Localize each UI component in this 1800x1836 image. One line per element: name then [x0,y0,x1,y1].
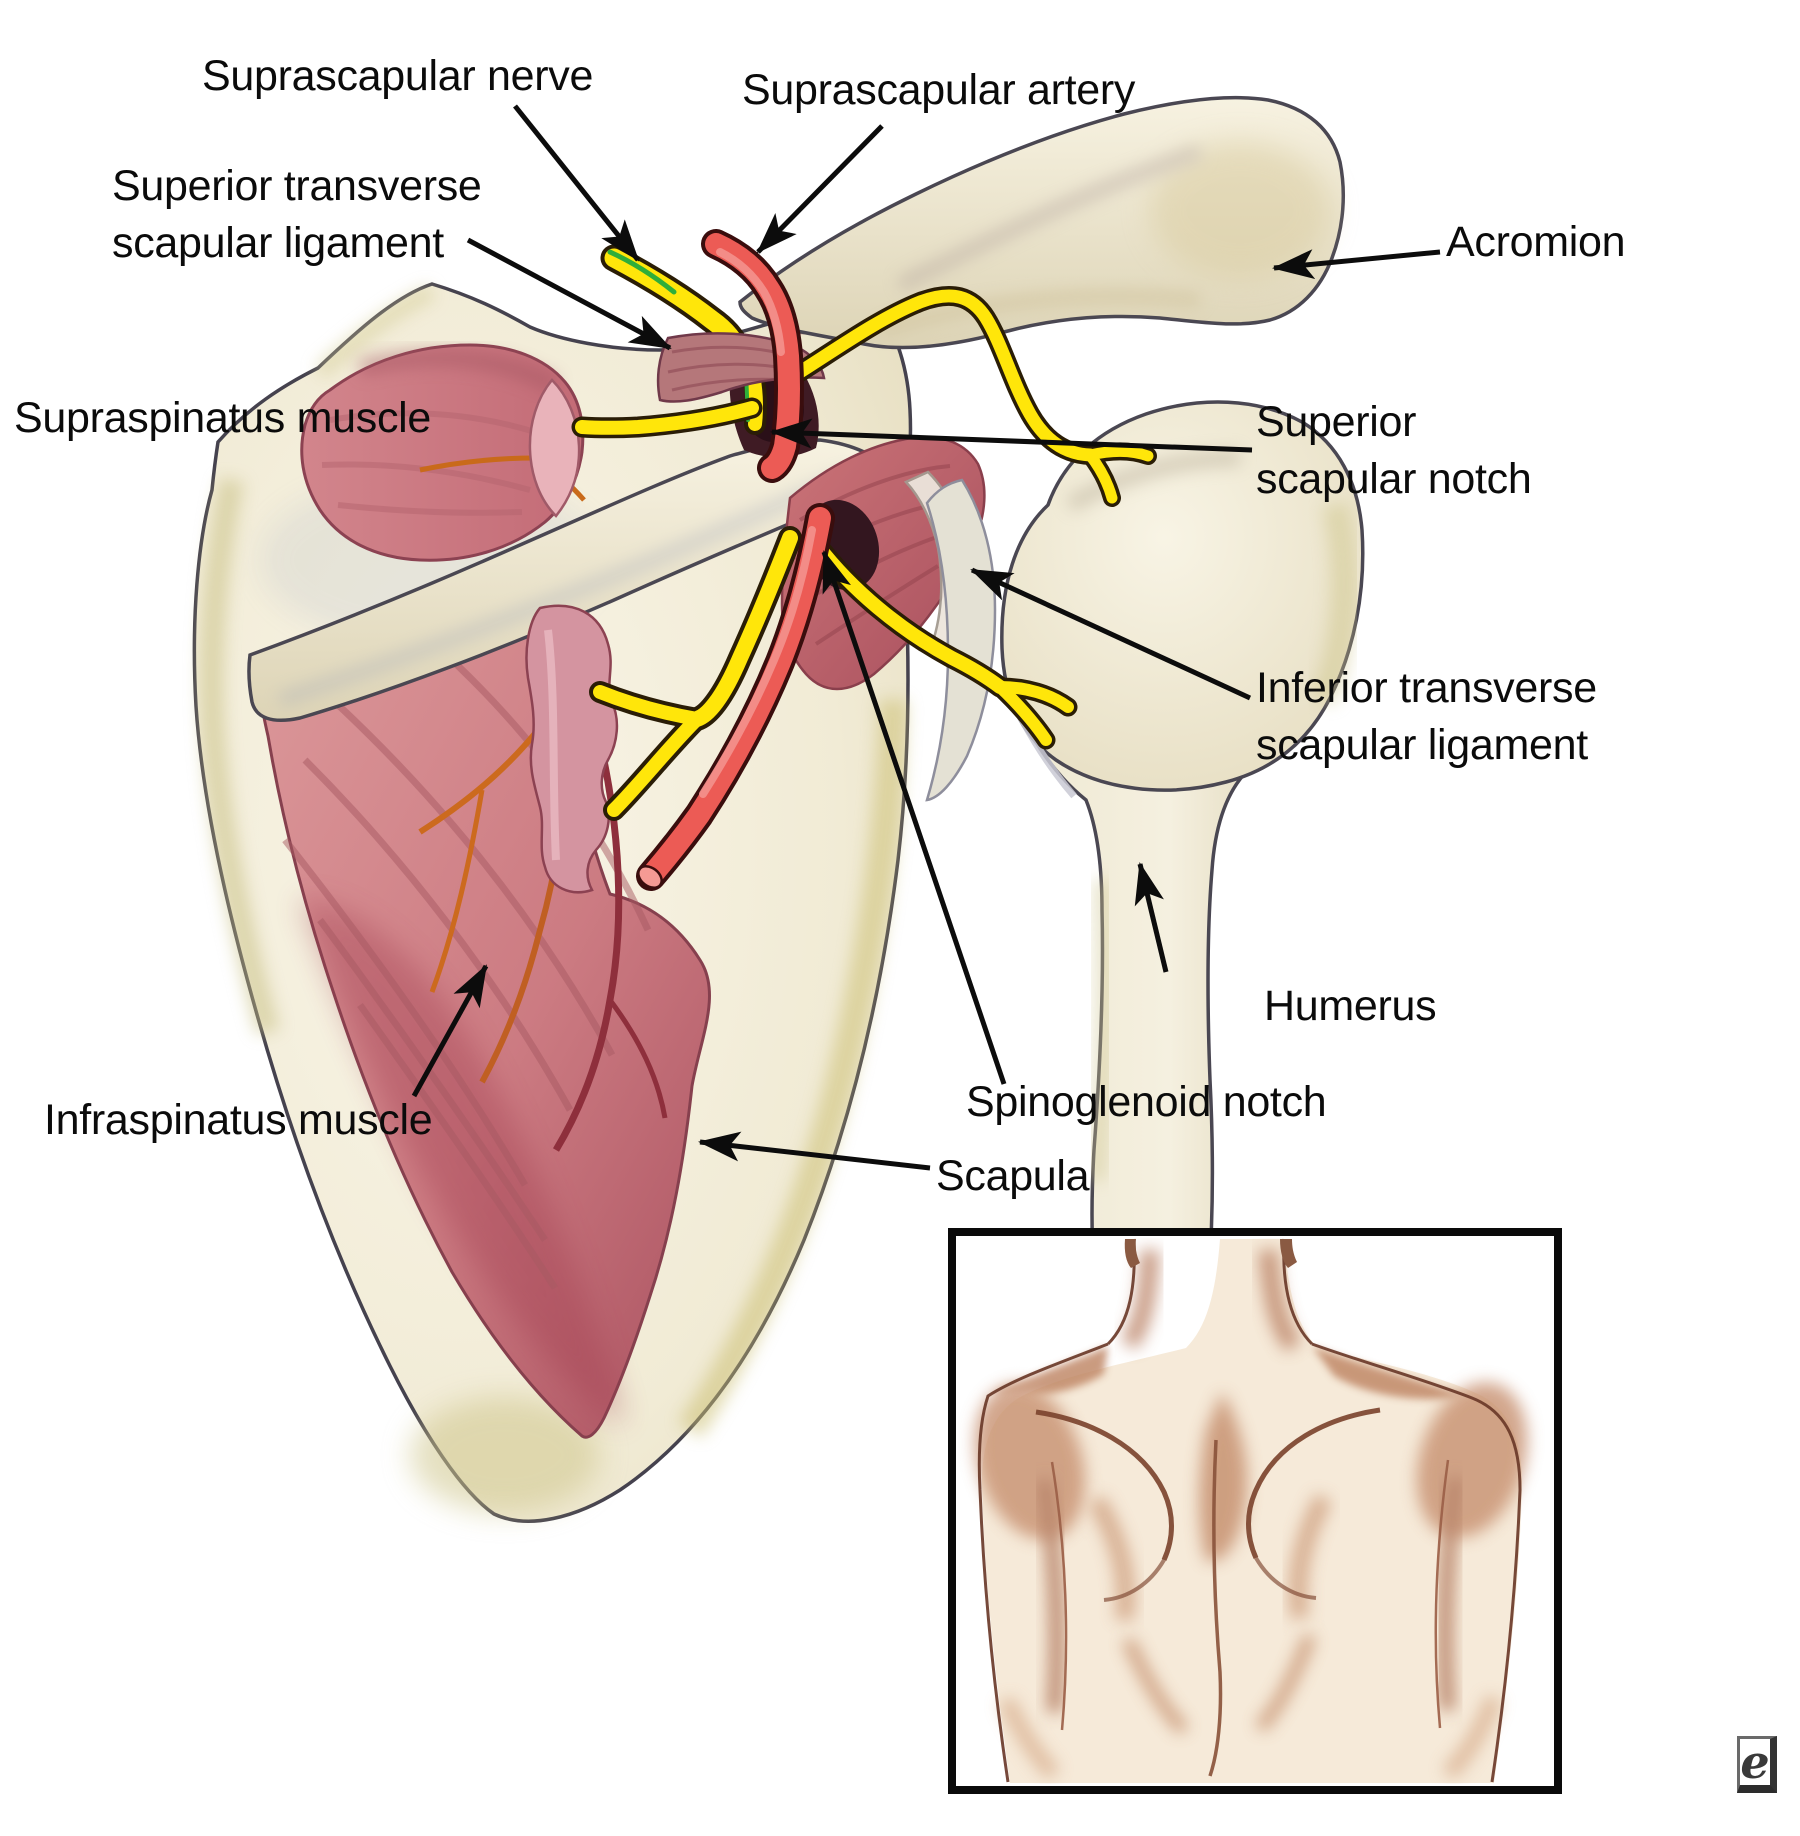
label-text: scapular ligament [112,219,444,267]
label-text: Superior [1256,398,1417,446]
artery-cut-end [637,865,663,889]
leader-spinoglenoid-notch [821,550,1007,1085]
artery-lower-trunk [640,507,831,887]
label-humerus: Humerus [1264,978,1437,1035]
leader-inferior-transverse-ligament [970,567,1252,701]
label-text: scapular ligament [1256,721,1588,769]
label-superior-scapular-notch: Superior scapular notch [1256,394,1532,508]
acromion-shading [878,142,1330,336]
label-suprascapular-nerve: Suprascapular nerve [202,48,593,105]
label-inferior-transverse-scapular-ligament: Inferior transverse scapular ligament [1256,660,1597,774]
inset-shading [974,1249,1528,1780]
label-text: Acromion [1446,218,1626,266]
inset-clinical-figure [948,1228,1562,1794]
supraspinatus-top-shade [358,349,559,394]
inset-hair-tip-left [1124,1239,1140,1268]
artery-upper-trunk [705,233,800,479]
label-text: Scapula [936,1152,1090,1200]
label-acromion: Acromion [1446,214,1626,271]
label-supraspinatus-muscle: Supraspinatus muscle [14,390,431,447]
label-text: Suprascapular artery [742,66,1136,114]
leader-arrows [411,104,1441,1171]
label-spinoglenoid-notch: Spinoglenoid notch [966,1074,1327,1131]
label-text: Suprascapular nerve [202,52,594,100]
label-text: Supraspinatus muscle [14,394,432,442]
leader-suprascapular-artery [756,124,884,254]
inset-hair-tip-right [1280,1239,1297,1268]
label-superior-transverse-scapular-ligament: Superior transverse scapular ligament [112,158,482,272]
leader-suprascapular-nerve [513,104,640,262]
humerus-bone [1000,400,1365,1320]
leader-scapula [698,1131,931,1171]
label-infraspinatus-muscle: Infraspinatus muscle [44,1092,433,1149]
publisher-logo-letter: e [1740,1735,1770,1789]
label-text: Spinoglenoid notch [966,1078,1327,1126]
leader-superior-transverse-ligament [466,237,672,351]
infraspinatus-muscle [256,597,711,1439]
glenoid-rim [925,478,997,802]
leader-infraspinatus [411,964,489,1098]
label-text: scapular notch [1256,455,1532,503]
nerve-branch-to-supraspinatus [575,401,759,435]
leader-acromion [1272,249,1441,280]
label-text: Superior transverse [112,162,482,210]
label-text: Infraspinatus muscle [44,1096,433,1144]
label-scapula: Scapula [936,1148,1090,1205]
supraspinatus-muscle [300,343,591,562]
nerve-infraspinatus-trunk [689,530,798,727]
label-text: Inferior transverse [1256,664,1597,712]
label-text: Humerus [1264,982,1437,1030]
humerus-shading [1065,450,1357,1301]
label-suprascapular-artery: Suprascapular artery [742,62,1135,119]
leader-superior-scapular-notch [770,418,1253,453]
acromion-bone [738,95,1345,350]
nerve-over-spine-branch [793,289,1097,462]
suprascapular-artery-paths [636,229,835,891]
publisher-logo: e [1737,1736,1777,1793]
leader-humerus [1134,862,1169,973]
